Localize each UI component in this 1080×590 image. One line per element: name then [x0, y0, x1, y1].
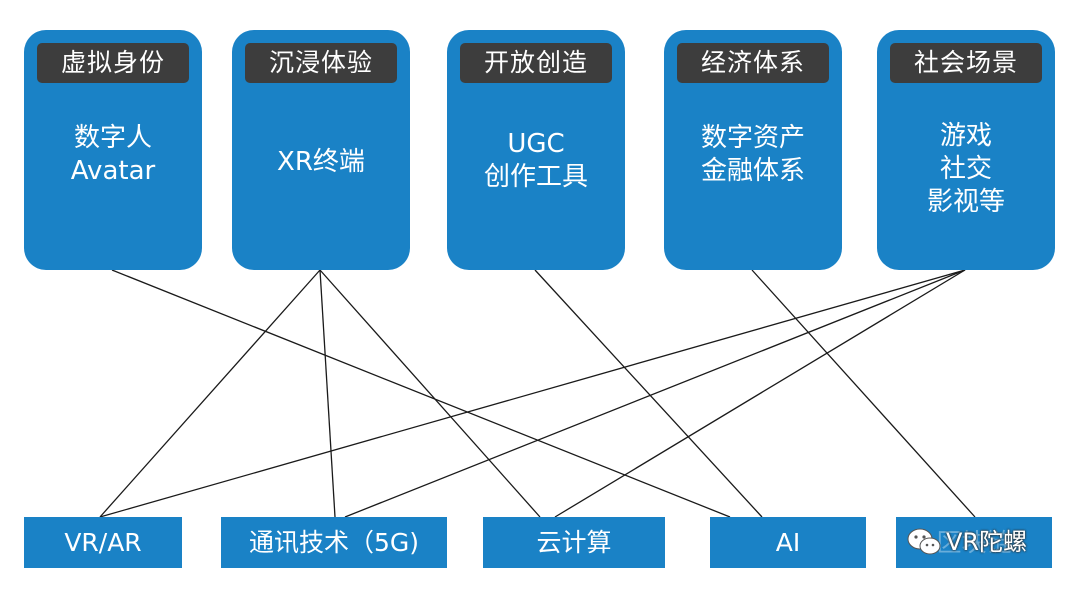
layer-line: 社交	[939, 154, 992, 184]
layer-line: Avatar	[70, 156, 156, 186]
layer-line: 金融体系	[700, 156, 805, 186]
layer-card-economic-system: 经济体系 数字资产 金融体系	[664, 30, 842, 270]
layer-body: 数字人 Avatar	[24, 122, 202, 188]
tech-box-communication-5g: 通讯技术（5G)	[221, 517, 447, 568]
layer-line: 游戏	[939, 121, 992, 151]
layer-body: UGC 创作工具	[447, 128, 625, 194]
layer-header: 社会场景	[890, 43, 1042, 83]
layer-line: 影视等	[926, 187, 1005, 217]
layer-body: 数字资产 金融体系	[664, 122, 842, 188]
wechat-icon	[907, 528, 941, 555]
connector-line	[319, 269, 336, 518]
layer-body: XR终端	[232, 146, 410, 179]
layer-card-immersive-experience: 沉浸体验 XR终端	[232, 30, 410, 270]
layer-line: XR终端	[277, 147, 365, 177]
connector-line	[554, 269, 966, 518]
layer-line: 创作工具	[483, 162, 588, 192]
layer-header: 沉浸体验	[245, 43, 397, 83]
watermark-text: VR陀螺	[946, 528, 1028, 556]
tech-box-ai: AI	[710, 517, 866, 568]
connector-line	[344, 269, 966, 518]
tech-box-blockchain: 区块链	[896, 517, 1052, 568]
layer-body: 游戏 社交 影视等	[877, 120, 1055, 219]
layer-card-open-creation: 开放创造 UGC 创作工具	[447, 30, 625, 270]
connector-line	[534, 269, 763, 518]
connector-line	[111, 269, 731, 518]
layer-line: UGC	[507, 129, 565, 159]
layer-line: 数字人	[73, 123, 152, 153]
tech-box-vr-ar: VR/AR	[24, 517, 182, 568]
layer-card-virtual-identity: 虚拟身份 数字人 Avatar	[24, 30, 202, 270]
tech-box-cloud-computing: 云计算	[483, 517, 665, 568]
watermark: VR陀螺	[906, 520, 1046, 564]
layer-header: 开放创造	[460, 43, 612, 83]
connector-line	[751, 269, 976, 518]
connector-line	[99, 269, 321, 518]
layer-header: 经济体系	[677, 43, 829, 83]
layer-header: 虚拟身份	[37, 43, 189, 83]
layer-card-social-scenes: 社会场景 游戏 社交 影视等	[877, 30, 1055, 270]
connector-line	[99, 269, 966, 518]
layer-line: 数字资产	[700, 123, 805, 153]
connector-line	[319, 269, 541, 518]
